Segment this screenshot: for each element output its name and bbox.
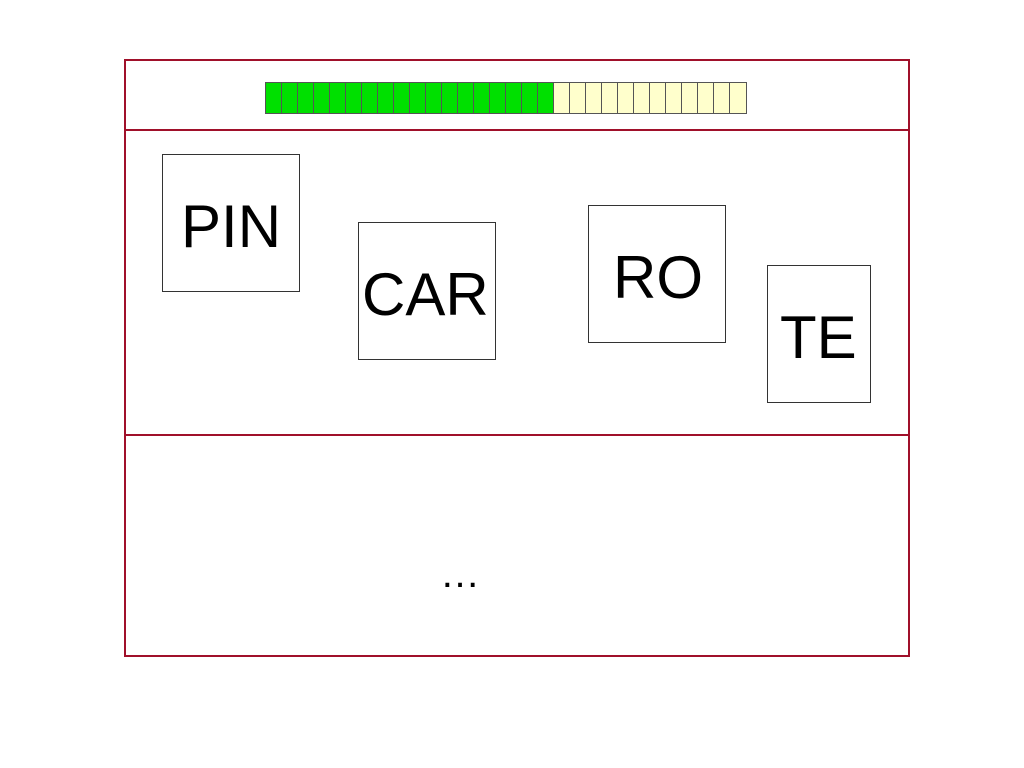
card-label: PIN: [181, 193, 282, 260]
progress-segment-filled: [410, 83, 426, 113]
card-label: CAR: [362, 261, 489, 328]
progress-segment-filled: [474, 83, 490, 113]
progress-segment-filled: [394, 83, 410, 113]
progress-segment-empty: [650, 83, 666, 113]
progress-bar: [265, 82, 747, 114]
progress-segment-filled: [362, 83, 378, 113]
progress-segment-filled: [490, 83, 506, 113]
progress-segment-filled: [298, 83, 314, 113]
progress-segment-filled: [506, 83, 522, 113]
progress-segment-filled: [378, 83, 394, 113]
ellipsis-text: …: [440, 552, 480, 596]
progress-segment-empty: [602, 83, 618, 113]
progress-segment-filled: [330, 83, 346, 113]
card-te[interactable]: TE: [767, 265, 871, 403]
cards-section: PIN CAR RO TE: [126, 129, 908, 436]
progress-segment-empty: [698, 83, 714, 113]
progress-segment-filled: [458, 83, 474, 113]
progress-segment-empty: [730, 83, 746, 113]
card-ro[interactable]: RO: [588, 205, 726, 343]
card-label: RO: [613, 244, 703, 311]
progress-segment-filled: [314, 83, 330, 113]
card-pin[interactable]: PIN: [162, 154, 300, 292]
progress-segment-empty: [570, 83, 586, 113]
progress-section: [126, 61, 908, 131]
progress-segment-filled: [266, 83, 282, 113]
progress-segment-filled: [538, 83, 554, 113]
card-label: TE: [780, 304, 857, 371]
progress-segment-empty: [682, 83, 698, 113]
main-frame: PIN CAR RO TE …: [124, 59, 910, 657]
progress-segment-empty: [714, 83, 730, 113]
progress-segment-filled: [282, 83, 298, 113]
progress-segment-empty: [554, 83, 570, 113]
progress-segment-filled: [346, 83, 362, 113]
progress-segment-filled: [426, 83, 442, 113]
card-car[interactable]: CAR: [358, 222, 496, 360]
progress-segment-filled: [442, 83, 458, 113]
progress-segment-empty: [634, 83, 650, 113]
progress-segment-empty: [586, 83, 602, 113]
progress-segment-filled: [522, 83, 538, 113]
progress-segment-empty: [618, 83, 634, 113]
progress-segment-empty: [666, 83, 682, 113]
more-section: …: [126, 436, 908, 655]
